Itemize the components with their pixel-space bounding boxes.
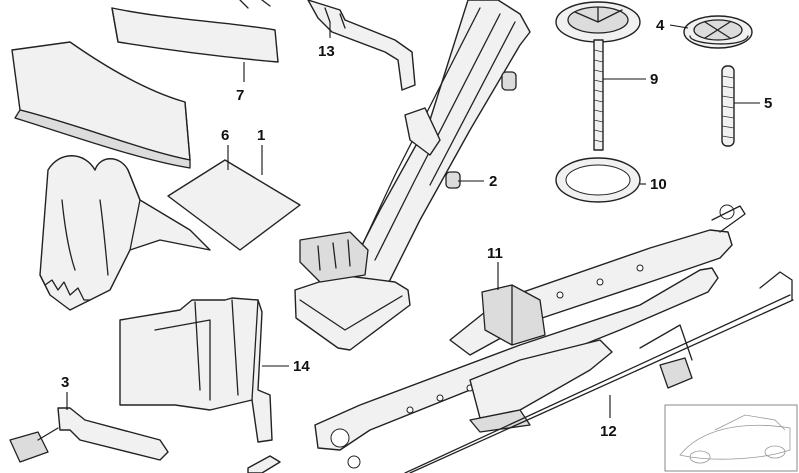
part-foam-block [11,41,191,169]
part-scissor-jack-lower [314,204,746,469]
leader-lines [66,22,760,418]
callout-9: 9 [650,71,658,88]
part-ring-washer [555,157,641,203]
part-cap-nut [683,15,753,49]
callout-3: 3 [61,374,69,391]
part-label-card [167,159,301,251]
callout-labels: 7 6 1 13 2 9 10 4 5 11 14 3 12 [61,17,772,440]
callout-7: 7 [236,87,244,104]
part-wheel-wrench [9,407,281,473]
vehicle-thumbnail [664,404,798,472]
callout-4: 4 [656,17,665,34]
callout-5: 5 [764,95,772,112]
part-tool-holder [119,297,273,443]
part-mounting-bolt [555,1,641,151]
callout-1: 1 [257,127,265,144]
callout-2: 2 [489,173,497,190]
part-foam-wedge-top [111,0,279,63]
part-scissor-jack-upper [294,0,531,351]
callout-12: 12 [600,423,617,440]
callout-13: 13 [318,43,335,60]
part-crank-rod [404,271,794,473]
callout-10: 10 [650,176,667,193]
part-threaded-stud [721,65,735,147]
callout-14: 14 [293,358,310,375]
part-wheel-chock [39,155,211,311]
callout-11: 11 [487,245,503,262]
callout-6: 6 [221,127,229,144]
